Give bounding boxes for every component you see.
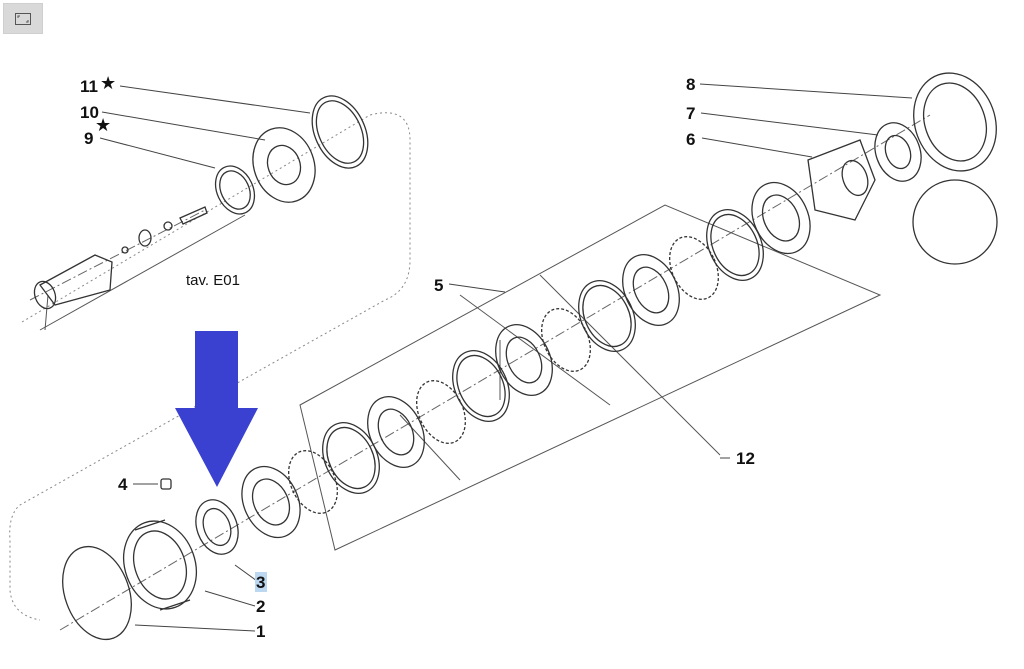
dotted-reference-outline <box>9 112 411 621</box>
callout-4[interactable]: 4 <box>118 475 128 494</box>
star-icon: ★ <box>100 73 116 94</box>
callout-11[interactable]: 11 <box>80 77 98 96</box>
blue-indicator-arrow <box>175 331 258 487</box>
clutch-disks <box>241 181 811 539</box>
expand-button[interactable] <box>3 3 43 34</box>
callout-1[interactable]: 1 <box>256 622 265 641</box>
disk-pack-outline <box>299 204 882 551</box>
callout-9[interactable]: 9 <box>84 129 93 148</box>
upper-assembly-outline <box>39 214 246 331</box>
drum-parts <box>807 72 998 265</box>
callout-labels: 11 ★ 10 9 ★ 8 7 6 5 12 4 3 2 1 tav. E01 <box>80 73 755 641</box>
lower-housing-parts <box>62 478 239 641</box>
callout-10[interactable]: 10 <box>80 103 99 122</box>
center-axis-line <box>59 114 931 631</box>
reference-label[interactable]: tav. E01 <box>186 272 240 289</box>
callout-8[interactable]: 8 <box>686 75 695 94</box>
callout-7[interactable]: 7 <box>686 104 695 123</box>
callout-6[interactable]: 6 <box>686 130 695 149</box>
star-icon: ★ <box>95 115 111 136</box>
callout-12[interactable]: 12 <box>736 449 755 468</box>
callout-3[interactable]: 3 <box>256 573 265 592</box>
callout-3-highlight <box>255 572 267 592</box>
callout-2[interactable]: 2 <box>256 597 265 616</box>
callout-5[interactable]: 5 <box>434 276 443 295</box>
upper-shaft-parts <box>33 95 369 310</box>
expand-icon <box>15 12 31 25</box>
leader-lines <box>99 83 913 632</box>
